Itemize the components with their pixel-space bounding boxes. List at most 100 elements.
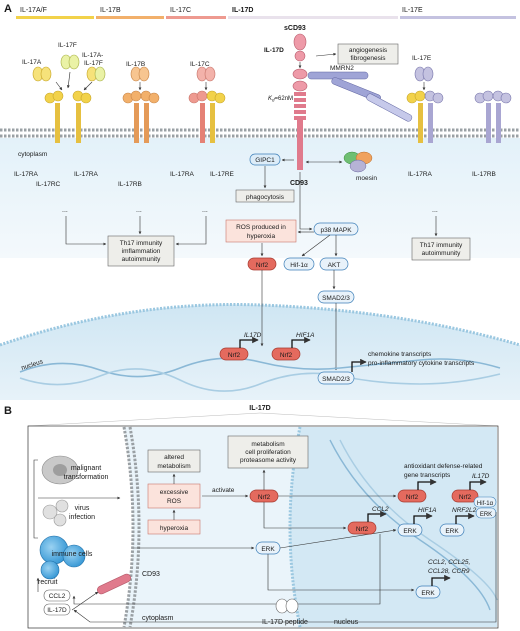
dots-2: ... [136, 207, 142, 214]
antioxidant-line-2: gene transcripts [404, 472, 451, 479]
gene-ccl-line-1: CCL2, CCL25, [428, 559, 470, 566]
family-bar-17d [228, 16, 398, 19]
cell-membrane-b [122, 426, 135, 628]
receptor-label-il17ra-4: IL-17RA [408, 171, 433, 178]
hyperoxia-box: hyperoxia [147, 519, 201, 535]
receptor-label-il17rb: IL-17RB [118, 181, 142, 188]
mmrn2-label: MMRN2 [330, 65, 354, 72]
panel-b-title: IL-17D [249, 405, 270, 412]
il17d-label-b: IL-17D [47, 607, 67, 614]
nrf2-node-a: Nrf2 [247, 257, 277, 271]
erk-node-b-3: ERK [397, 523, 423, 537]
excessive-line-2: ROS [167, 498, 182, 505]
ros-box-a: ROS produced in hyperoxia [225, 219, 297, 243]
receptor-label-il17ra-3: IL-17RA [170, 171, 195, 178]
family-label-17b: IL-17B [100, 7, 121, 14]
scd93-label: sCD93 [284, 25, 306, 32]
hif1a-label-b: Hif-1α [477, 501, 494, 507]
nrf2-label-b-2: Nrf2 [356, 526, 369, 533]
cd93-receptor-b [97, 573, 131, 595]
nucleus-label-b: nucleus [334, 619, 359, 626]
th17-line-1: Th17 immunity [120, 240, 163, 247]
erk-node-b-1: ERK [255, 541, 281, 555]
il17c-label: IL-17C [190, 61, 210, 68]
chemokine-line-1: chemokine transcripts [368, 351, 432, 358]
smad-label-1: SMAD2/3 [322, 295, 350, 302]
th17-right-line-2: autoimmunity [422, 250, 461, 257]
gipc1-node: GIPC1 [249, 153, 281, 166]
gene-nrf2l2-b: NRF2L2 [452, 507, 477, 514]
panel-b-label: B [4, 405, 12, 417]
metabolism-line-3: proteasome activity [240, 457, 297, 464]
nrf2-node-b-3: Nrf2 [397, 489, 427, 503]
altered-metabolism-box: altered metabolism [147, 449, 201, 473]
family-bar-17af [16, 16, 94, 19]
p38-node: p38 MAPK [313, 222, 359, 236]
il17d-node-b: IL-17D [43, 603, 71, 616]
panel-a-label: A [4, 3, 12, 15]
il17ra-rc-receptor [44, 90, 92, 143]
malignant-line-1: malignant [71, 465, 101, 472]
mmrn2-molecule [307, 71, 413, 122]
metabolism-box: metabolism cell proliferation proteasome… [227, 435, 309, 469]
il17re-receptor [188, 66, 226, 143]
dots-3: ... [202, 207, 208, 214]
th17-line-2: imflammation [122, 248, 161, 255]
scd93-molecule [293, 33, 307, 62]
malignant-cell-icon [41, 455, 79, 485]
recruit-label: recruit [38, 579, 58, 586]
th17-box-right: Th17 immunity autoimmunity [411, 237, 471, 261]
family-header: IL-17A/F IL-17B IL-17C IL-17D IL-17E [16, 7, 516, 19]
erk-node-b-5: ERK [415, 585, 441, 599]
akt-node: AKT [319, 257, 349, 271]
family-label-17af: IL-17A/F [20, 7, 47, 14]
excessive-ros-box: excessive ROS [147, 483, 201, 509]
chemokine-line-2: pro-inflammatory cytokine transcripts [368, 360, 475, 367]
peptide-label: IL-17D peptide [262, 619, 308, 626]
hyperoxia-label: hyperoxia [160, 525, 189, 532]
dots-1: ... [62, 207, 68, 214]
family-label-17d: IL-17D [232, 7, 253, 14]
dots-4: ... [432, 207, 438, 214]
ros-line-2: hyperoxia [247, 233, 276, 240]
receptor-label-il17rc: IL-17RC [36, 181, 61, 188]
erk-label-b-4: ERK [445, 528, 459, 535]
erk-label-b-5: ERK [421, 590, 435, 597]
excessive-line-1: excessive [160, 489, 189, 496]
angiogenesis-box: angiogenesis fibrogenesis [337, 43, 399, 65]
il17b-label: IL-17B [126, 61, 145, 68]
erk-node-b-4: ERK [439, 523, 465, 537]
il17e-receptor [406, 66, 512, 143]
th17-right-line-1: Th17 immunity [420, 242, 463, 249]
receptor-label-il17ra-2: IL-17RA [74, 171, 99, 178]
hif1a-label-a: Hif-1α [290, 262, 308, 269]
nrf2-nuclear-a-2: Nrf2 [271, 347, 301, 361]
dna-strand-b [329, 439, 498, 611]
immune-cells-icon [39, 535, 86, 580]
il17f-ligand [60, 54, 80, 70]
nrf2-label-b-1: Nrf2 [258, 494, 271, 501]
virus-line-2: infection [69, 514, 95, 521]
nrf2-node-b-2: Nrf2 [347, 521, 377, 535]
il17af-label-2: IL-17F [84, 60, 103, 67]
nucleus-region-b [290, 427, 497, 627]
il17d-ligand-label: IL-17D [264, 47, 284, 54]
metabolism-line-1: metabolism [251, 441, 284, 448]
erk-label-b-1: ERK [261, 546, 275, 553]
erk-label-b-2: ERK [480, 512, 492, 518]
il17a-ligand [32, 66, 52, 82]
nrf2-node-b-4: Nrf2 [451, 489, 479, 503]
antioxidant-line-1: antioxidant defense-related [404, 463, 483, 470]
gipc1-label: GIPC1 [255, 157, 275, 164]
family-label-17e: IL-17E [402, 7, 423, 14]
nrf2-label-a: Nrf2 [256, 262, 269, 269]
receptor-label-il17ra-1: IL-17RA [14, 171, 39, 178]
nuclear-envelope [0, 303, 520, 347]
family-bar-17e [400, 16, 516, 19]
family-bar-17c [166, 16, 226, 19]
il17af-ligand [86, 66, 106, 82]
dna-strand-a [19, 357, 501, 392]
cell-membrane-a [0, 128, 520, 138]
nrf2-node-b-1: Nrf2 [249, 489, 279, 503]
